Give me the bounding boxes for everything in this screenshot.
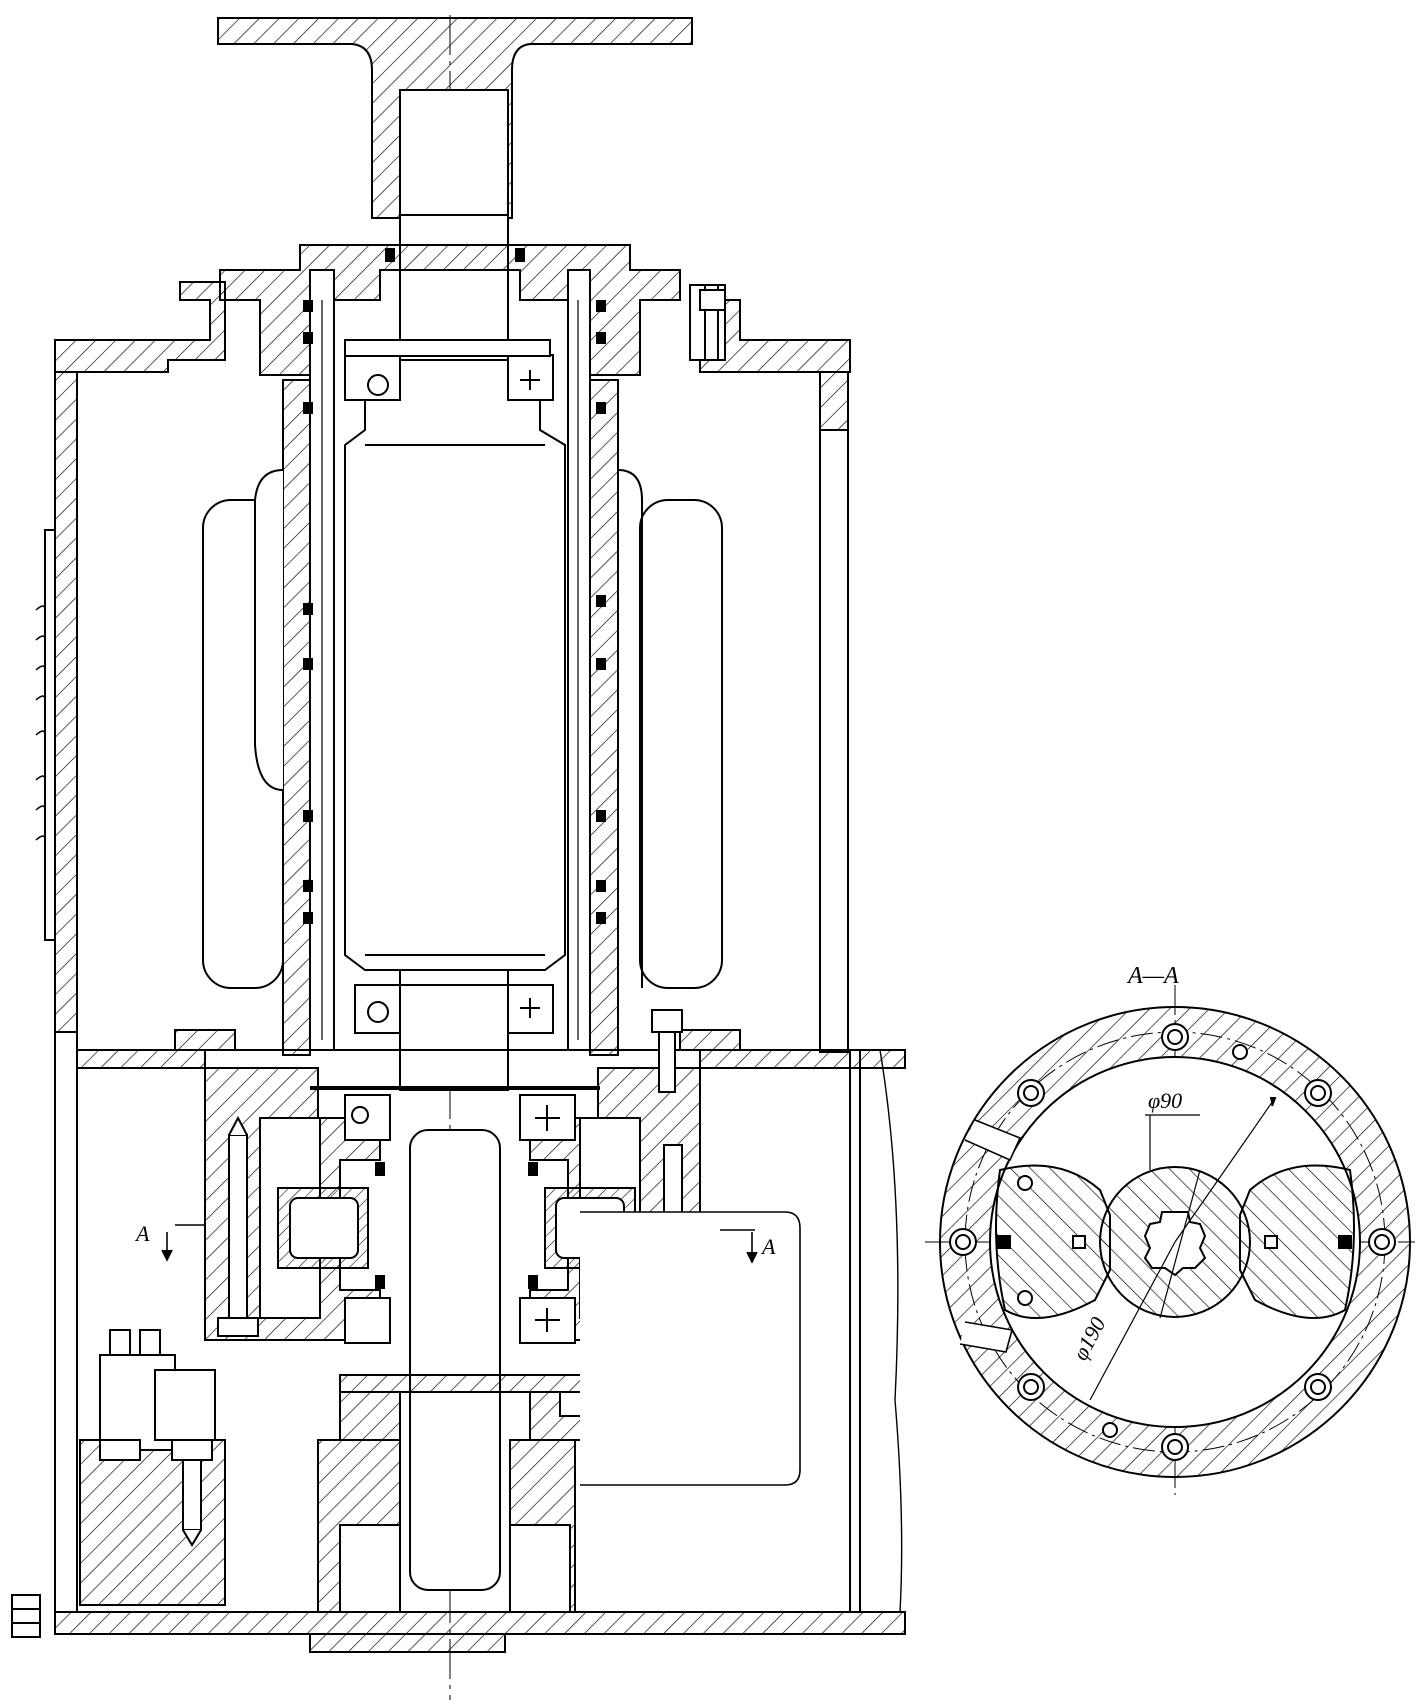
spoke-right (1239, 1164, 1355, 1319)
section-aa-title: A—A (1126, 963, 1179, 989)
section-mark-left: A (134, 1221, 150, 1246)
stator-winding-right (639, 499, 723, 989)
lower-shaft (409, 1129, 501, 1591)
upper-bearing (344, 339, 554, 401)
rotor (344, 359, 566, 971)
stator-core-right (589, 379, 619, 1056)
housing-right-wall (819, 371, 849, 1053)
spline (1143, 1211, 1207, 1277)
o-rings (303, 248, 606, 1289)
cooling-fins (44, 529, 56, 941)
terminal-block (79, 1329, 226, 1606)
section-mark-right: A (760, 1234, 776, 1259)
section-aa-view (925, 985, 1415, 1495)
bolt-holes (949, 1023, 1396, 1461)
base-plate (54, 1611, 906, 1635)
spoke-left (995, 1164, 1111, 1319)
main-section-view (11, 15, 906, 1700)
partition-plate (76, 1049, 206, 1069)
stator-core-left (282, 379, 311, 1056)
housing-left-wall (54, 371, 78, 1033)
section-marks (161, 1224, 758, 1264)
base-bolt (11, 1594, 41, 1638)
tie-bolt-left (228, 1134, 248, 1336)
inner-sleeve-right (567, 269, 591, 1051)
dim-phi90: φ90 (1148, 1088, 1182, 1113)
housing-top-plate (54, 281, 226, 373)
lower-bearing (354, 984, 554, 1034)
